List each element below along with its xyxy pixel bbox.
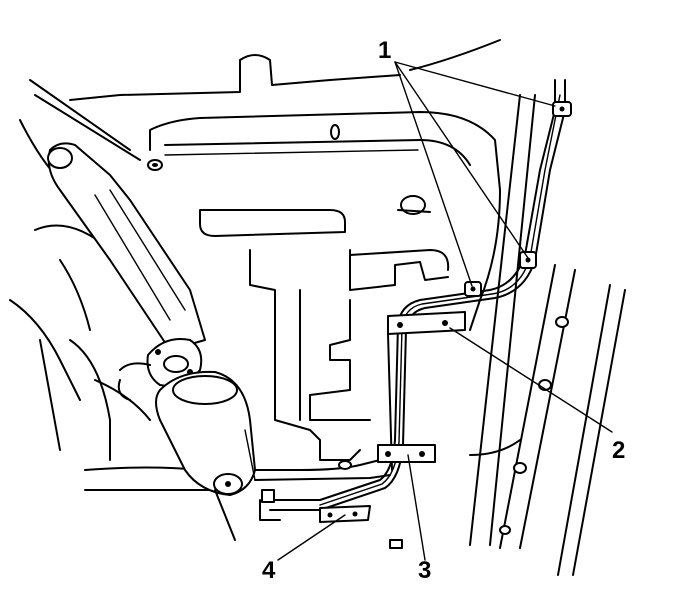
leader-lines [277, 61, 613, 561]
callout-2: 2 [612, 437, 625, 464]
exhaust-system [47, 142, 256, 541]
callout-labels: 1 2 3 4 [262, 37, 625, 584]
frame-rail [469, 94, 626, 576]
callout-1: 1 [378, 37, 391, 64]
callout-3: 3 [418, 557, 431, 584]
brackets [259, 311, 466, 523]
callout-4: 4 [262, 557, 276, 584]
